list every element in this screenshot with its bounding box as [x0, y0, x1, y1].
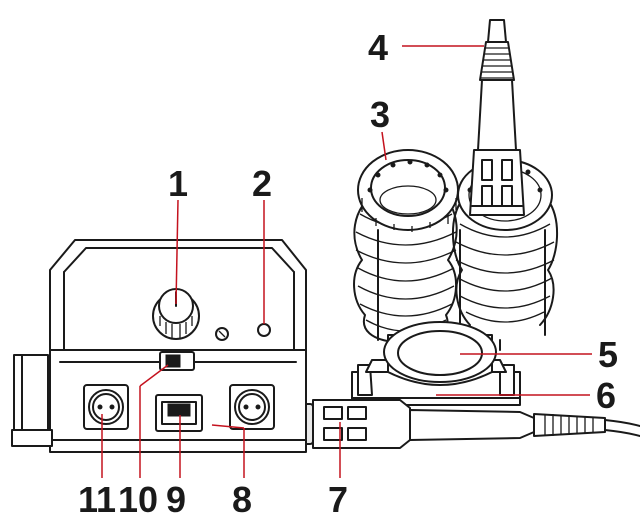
label-9: 9 — [166, 479, 186, 518]
label-1: 1 — [168, 163, 188, 204]
sponge-dish — [383, 321, 497, 386]
leader-8 — [211, 424, 245, 429]
right-socket — [229, 384, 275, 430]
callout-labels: 1 2 3 4 5 6 7 8 9 10 11 — [78, 27, 618, 520]
label-4: 4 — [368, 27, 388, 68]
slide-switch — [159, 351, 195, 371]
left-socket — [83, 384, 129, 430]
control-station-body — [11, 239, 307, 453]
indicator-light — [257, 323, 271, 337]
leader-3 — [381, 131, 387, 161]
right-spring-coil — [451, 199, 559, 326]
leader-1 — [175, 199, 179, 305]
iron-handle — [261, 399, 640, 449]
label-10: 10 — [118, 479, 158, 518]
label-2: 2 — [252, 163, 272, 204]
leader-lines — [101, 45, 592, 478]
label-6: 6 — [596, 375, 616, 416]
leader-10 — [139, 364, 169, 387]
iron-holder-stand — [351, 149, 559, 406]
label-8: 8 — [232, 479, 252, 518]
power-switch — [155, 394, 203, 432]
label-11: 11 — [78, 479, 116, 518]
label-3: 3 — [370, 94, 390, 135]
label-7: 7 — [328, 479, 348, 518]
temperature-knob — [152, 288, 200, 340]
label-5: 5 — [598, 334, 618, 375]
spare-holder-ring — [357, 149, 459, 232]
